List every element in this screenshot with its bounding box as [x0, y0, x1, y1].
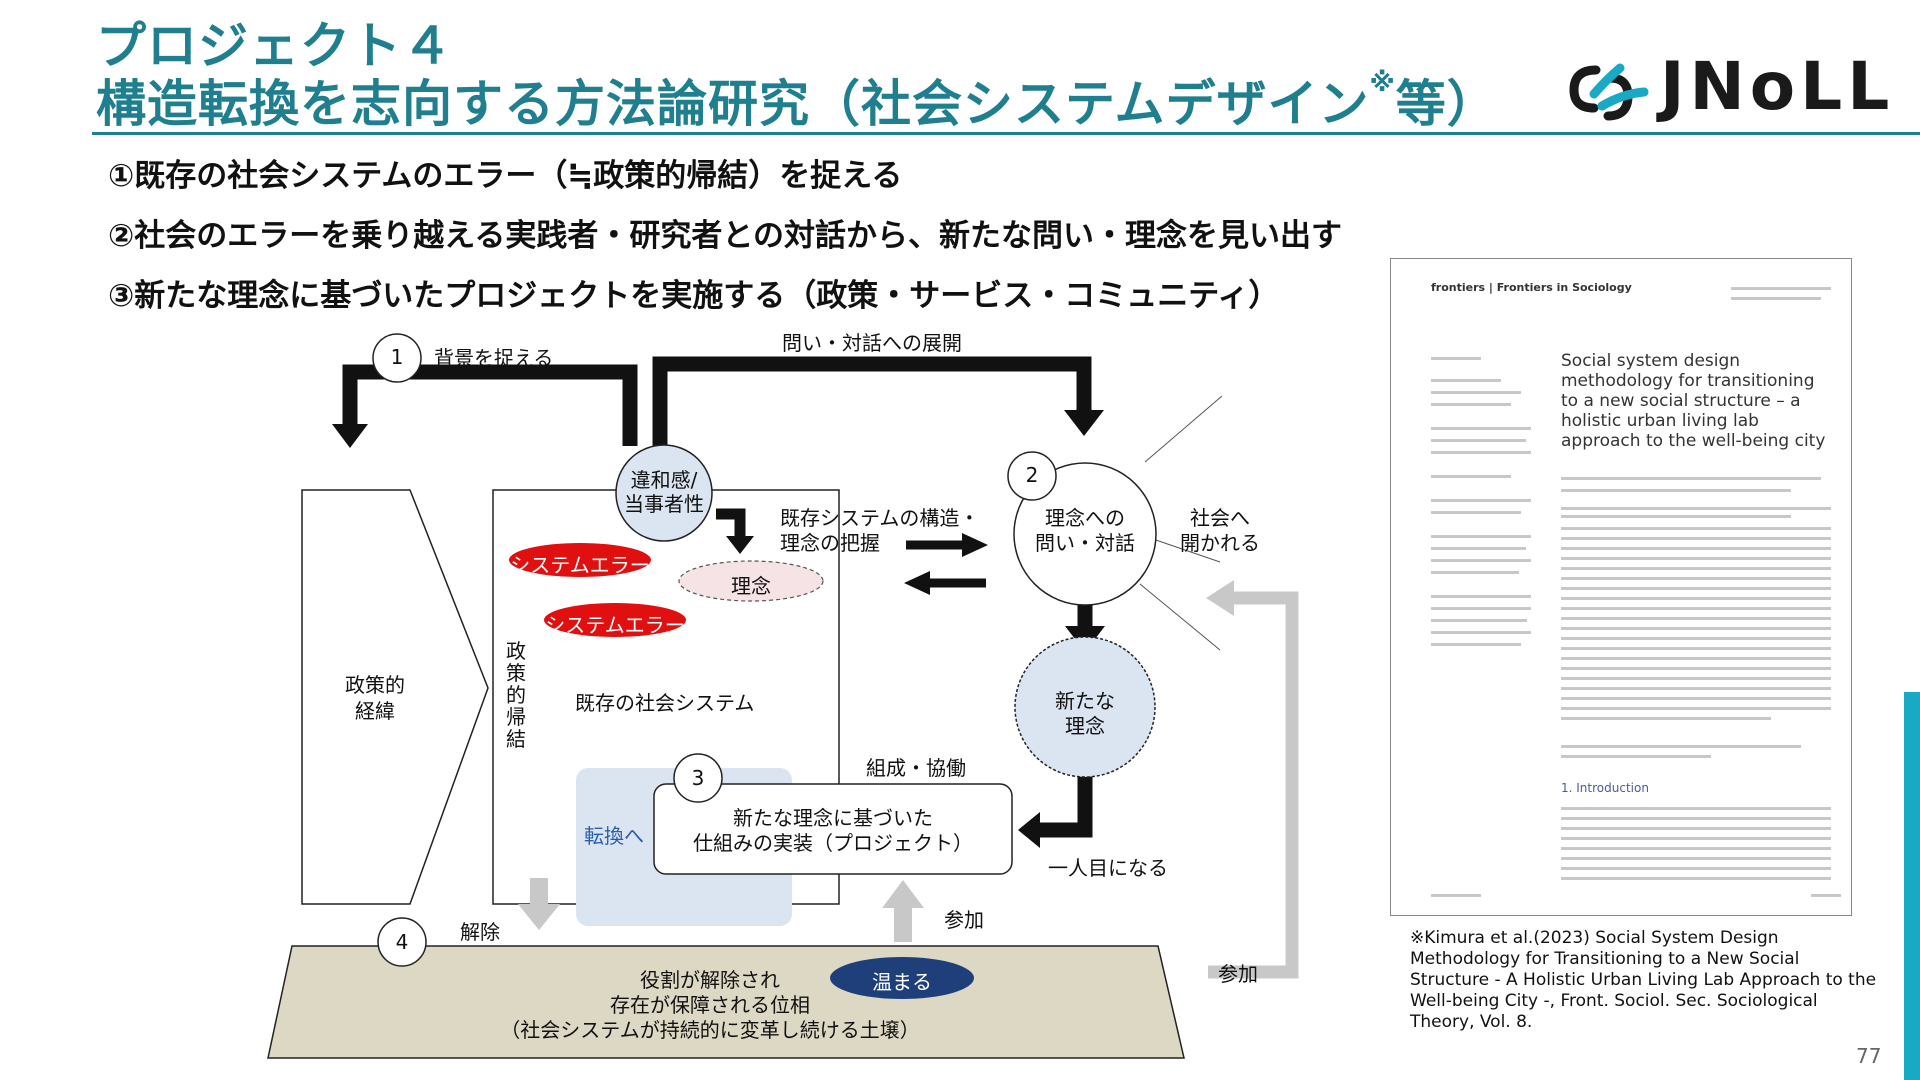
policy-history-shape [301, 489, 489, 905]
ideal-label: 理念 [731, 574, 771, 598]
step-4-number: 4 [395, 930, 409, 954]
warm-label: 温まる [872, 970, 932, 994]
participate-loop-arrow-head [1206, 580, 1234, 616]
new-ideal-label: 新たな 理念 [1055, 689, 1115, 738]
become-one-label: 一人目になる [1048, 856, 1168, 880]
exchange-arrow-left-head [904, 571, 930, 595]
project-box [653, 783, 1013, 875]
foundation-label: 役割が解除され 存在が保障される位相 （社会システムが持続的に変革し続ける土壌） [500, 968, 920, 1042]
header-divider [92, 132, 1920, 135]
paper-title: Social system design methodology for tra… [1561, 351, 1826, 451]
step-1-number: 1 [390, 345, 404, 369]
page-title-line2: 構造転換を志向する方法論研究（社会システムデザイン※等） [96, 64, 1498, 136]
background-arrow-head [332, 424, 368, 448]
system-error-2-label: システムエラー [545, 613, 685, 637]
step-3-badge [673, 753, 723, 803]
ray-line [1139, 583, 1221, 651]
warm-ellipse [830, 957, 974, 999]
dialogue-label: 理念への 問い・対話 [1035, 506, 1135, 555]
dialogue-arrow-label: 問い・対話への展開 [782, 331, 962, 355]
release-label: 解除 [460, 920, 500, 944]
background-arrow [342, 364, 638, 446]
participate-arrow-head [882, 880, 924, 908]
participate-arrow [894, 906, 912, 942]
step-4-badge [377, 917, 427, 967]
policy-result-label: 政 策 的 帰 結 [506, 639, 526, 751]
implement-arrow [1036, 758, 1093, 838]
bullet-2: ②社会のエラーを乗り越える実践者・研究者との対話から、新たな問い・理念を見い出す [108, 218, 1343, 254]
discomfort-node [615, 444, 713, 542]
exchange-arrow-right-head [962, 533, 988, 557]
dialogue-node [1013, 462, 1157, 606]
paper-intro-heading: 1. Introduction [1561, 781, 1649, 795]
existing-system-label: 既存の社会システム [575, 691, 755, 715]
page-number: 77 [1856, 1044, 1882, 1068]
system-error-1-label: システムエラー [510, 553, 650, 577]
step-1-label: 背景を捉える [434, 346, 554, 370]
system-error-2 [544, 603, 686, 637]
step-2-badge [1007, 451, 1057, 501]
system-error-1 [509, 543, 651, 577]
step-2-number: 2 [1025, 463, 1039, 487]
grasp-label: 既存システムの構造・ 理念の把握 [780, 506, 980, 555]
step-3-number: 3 [691, 766, 705, 790]
project-label: 新たな理念に基づいた 仕組みの実装（プロジェクト） [693, 806, 973, 855]
grasp-arrow-head [726, 536, 754, 554]
title-end: 等） [1395, 75, 1498, 133]
dialogue-arrow-head [1064, 410, 1104, 436]
implement-arrow-head [1018, 812, 1040, 848]
page-title-line1: プロジェクト４ [96, 17, 453, 75]
participate-label-2: 参加 [1218, 962, 1258, 986]
release-arrow [530, 878, 548, 906]
paper-thumbnail: frontiers | Frontiers in Sociology Socia… [1390, 258, 1852, 916]
organize-label: 組成・協働 [866, 756, 966, 780]
discomfort-label: 違和感/ 当事者性 [624, 468, 704, 516]
ray-line [1144, 395, 1223, 463]
title-footnote-mark: ※ [1369, 68, 1396, 98]
release-arrow-head [518, 904, 560, 930]
dialogue-arrow [652, 356, 1092, 446]
participate-label-1: 参加 [944, 908, 984, 932]
society-open-label: 社会へ 開かれる [1180, 506, 1260, 555]
citation: ※Kimura et al.(2023) Social System Desig… [1410, 928, 1877, 1032]
grasp-arrow [716, 508, 746, 538]
transition-label: 転換へ [584, 824, 644, 848]
title-main: 構造転換を志向する方法論研究（社会システムデザイン [96, 75, 1370, 133]
ray-line [1149, 537, 1221, 563]
step-1-badge [372, 333, 422, 383]
bullet-3: ③新たな理念に基づいたプロジェクトを実施する（政策・サービス・コミュニティ） [108, 278, 1280, 314]
jnoll-link-icon [1569, 63, 1649, 121]
policy-history-label: 政策的 経緯 [345, 673, 405, 723]
participate-loop-arrow [1208, 591, 1299, 979]
jnoll-logo: JNoLL [1660, 48, 1895, 125]
accent-sidebar [1904, 692, 1920, 1080]
new-ideal-node [1014, 636, 1156, 778]
ideal-ellipse [678, 560, 824, 602]
bullet-1: ①既存の社会システムのエラー（≒政策的帰結）を捉える [108, 158, 903, 194]
paper-header: frontiers | Frontiers in Sociology [1431, 281, 1632, 294]
